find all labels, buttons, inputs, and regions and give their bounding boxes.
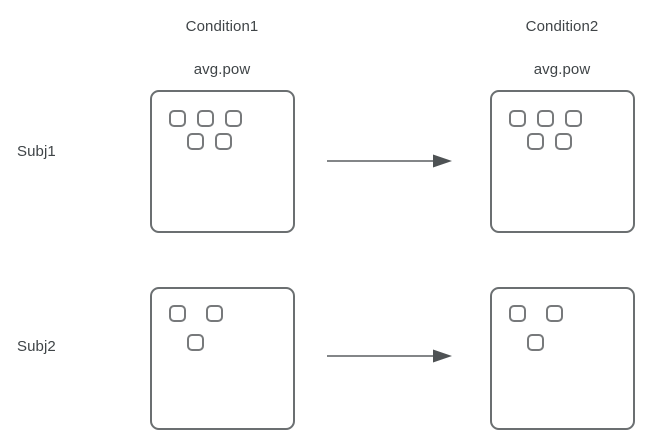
chip [509,305,526,322]
column-header-condition2: Condition2 [525,18,599,35]
panel-subj2-condition1 [150,287,295,430]
chip [555,133,572,150]
row-label-subj1: Subj1 [17,143,56,160]
row-label-subj2: Subj2 [17,338,56,355]
arrow-right-icon-subj1 [327,154,452,168]
chip [537,110,554,127]
column-subheader-condition2-avg-pow: avg.pow [533,61,591,78]
chip [206,305,223,322]
chip [187,334,204,351]
chip [546,305,563,322]
chip [187,133,204,150]
chip [169,305,186,322]
chip [225,110,242,127]
column-header-condition1: Condition1 [185,18,259,35]
arrow-right-icon-subj2 [327,349,452,363]
chip [565,110,582,127]
chip [509,110,526,127]
panel-subj1-condition1 [150,90,295,233]
panel-subj1-condition2 [490,90,635,233]
column-subheader-condition1-avg-pow: avg.pow [193,61,251,78]
chip [169,110,186,127]
chip [527,334,544,351]
chip [527,133,544,150]
chip [197,110,214,127]
panel-subj2-condition2 [490,287,635,430]
chip [215,133,232,150]
